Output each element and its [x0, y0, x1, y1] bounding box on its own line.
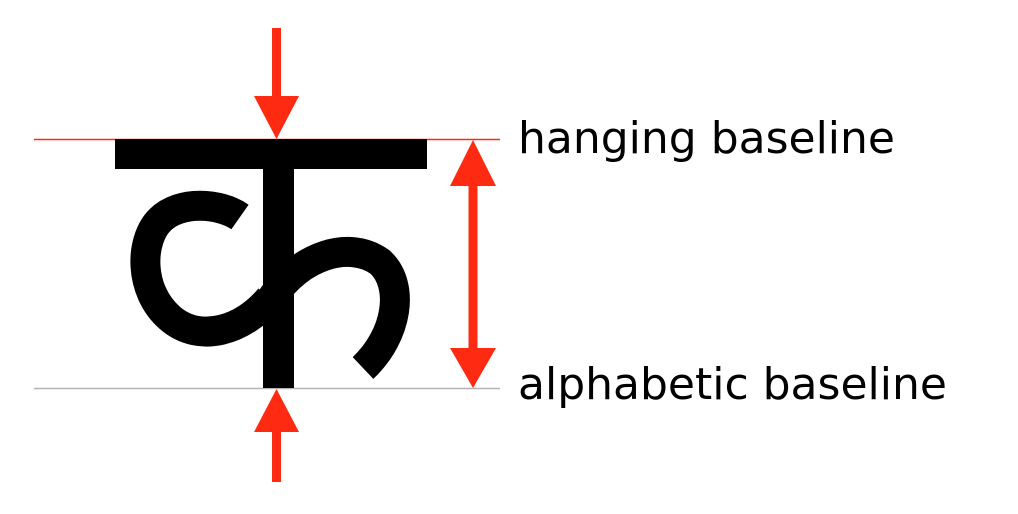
hanging-baseline-label: hanging baseline — [518, 113, 895, 164]
up-arrow-icon — [254, 389, 299, 482]
glyph-right-hook — [259, 237, 410, 379]
alphabetic-baseline-label: alphabetic baseline — [518, 359, 947, 410]
devanagari-ka-glyph — [115, 139, 427, 388]
double-arrow-icon — [450, 140, 496, 388]
down-arrow-icon — [254, 28, 299, 139]
glyph-left-loop — [130, 190, 282, 347]
